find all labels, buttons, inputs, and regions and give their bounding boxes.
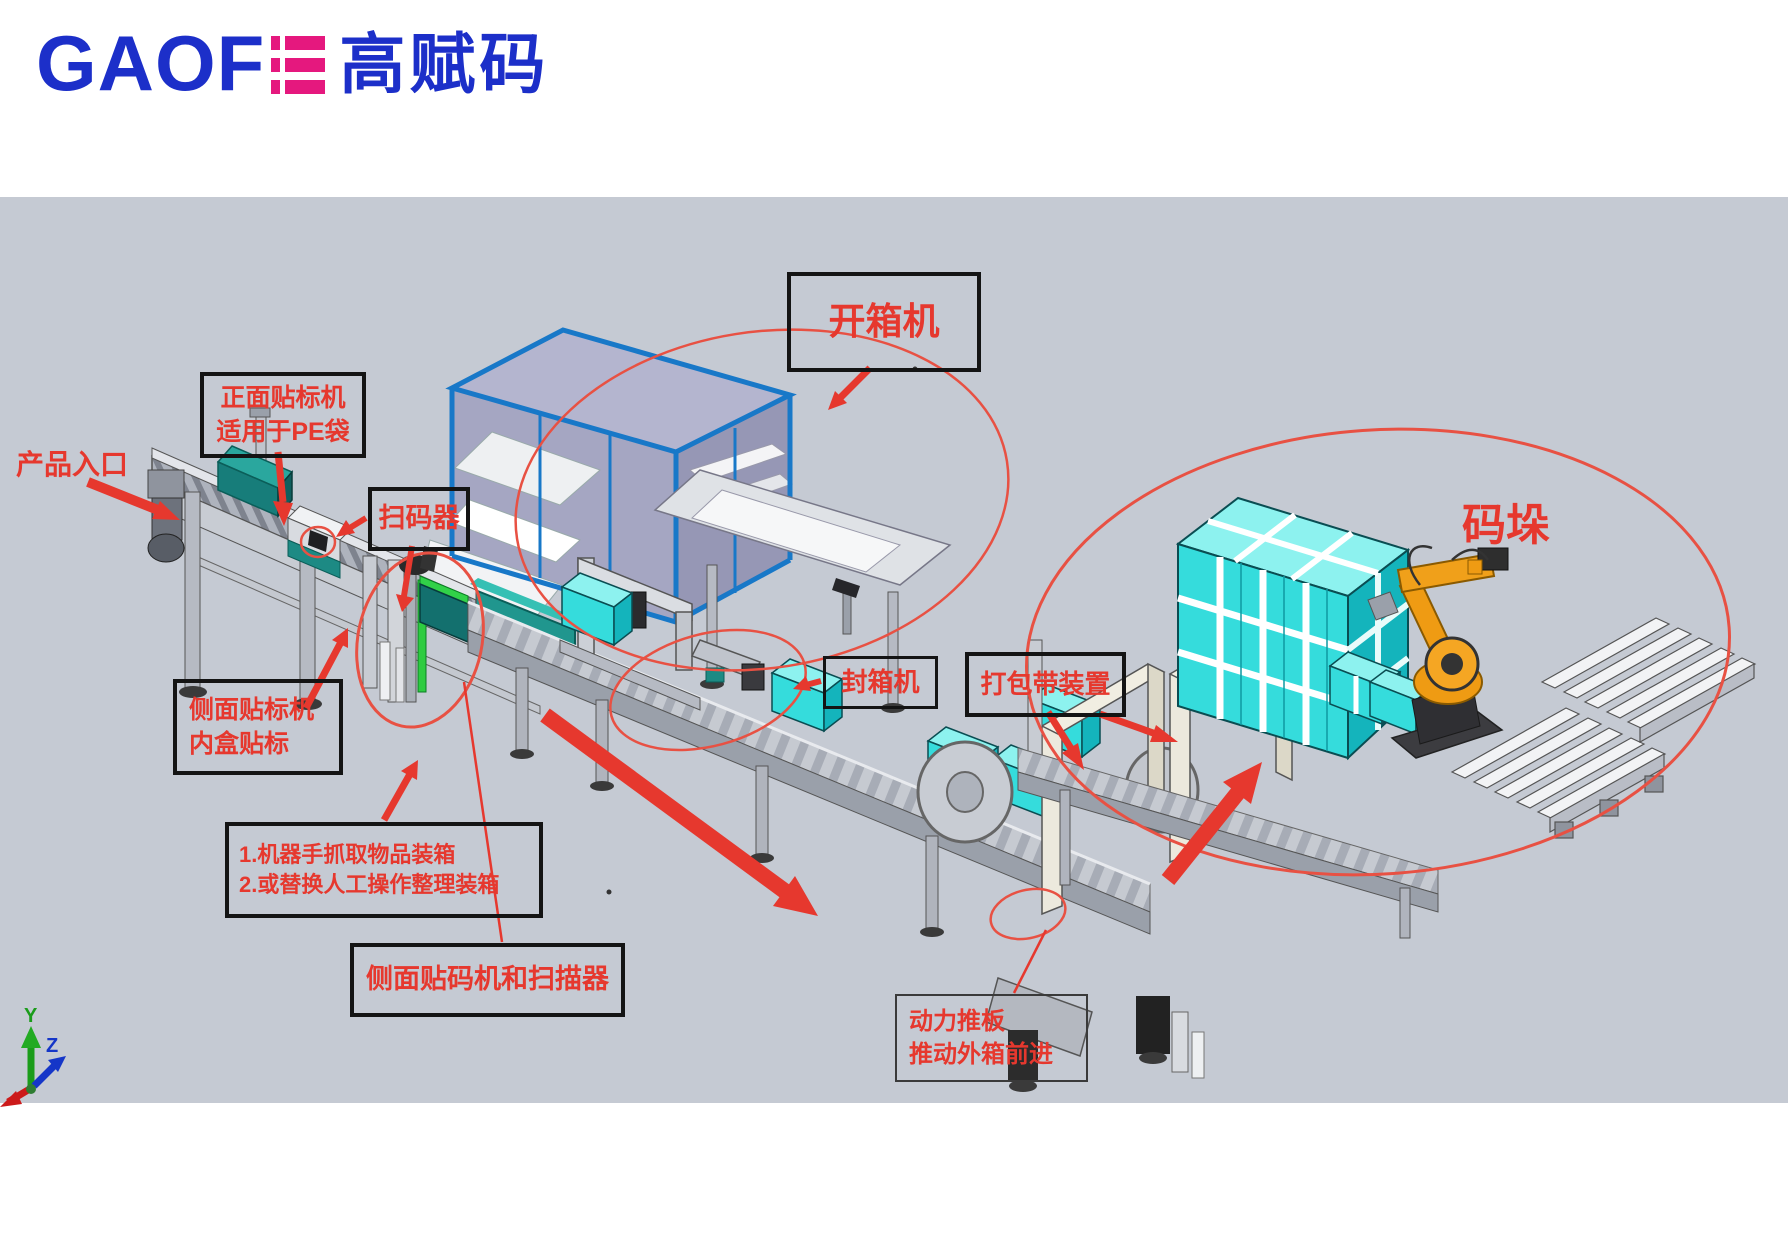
gaofe-logo: GAOF 高赋码 — [36, 18, 549, 108]
label-line: 打包带装置 — [980, 668, 1111, 699]
pusher-plate-unit — [985, 977, 1093, 1057]
label-product-entry: 产品入口 — [16, 446, 128, 485]
label-side-labeler: 侧面贴标机 内盒贴标 — [173, 679, 343, 775]
label-palletizing: 码垛 — [1462, 496, 1550, 557]
label-pusher: 动力推板 推动外箱前进 — [895, 994, 1088, 1082]
label-front-labeler: 正面贴标机 适用于PE袋 — [200, 372, 366, 458]
label-line: 动力推板 — [909, 1007, 1005, 1035]
red-annotation-shapes — [86, 328, 1731, 994]
carton-stack — [1175, 496, 1411, 761]
label-case-opener: 开箱机 — [787, 272, 981, 372]
strapping-machines — [916, 610, 1294, 1092]
logo-chinese-text: 高赋码 — [339, 27, 550, 101]
logo-e-bars-icon — [271, 36, 329, 94]
logo-e-spine — [271, 36, 281, 94]
label-line: 产品入口 — [16, 449, 129, 480]
label-line: 侧面贴码机和扫描器 — [366, 964, 609, 995]
label-line: 侧面贴标机 — [189, 695, 315, 724]
logo-e-bars — [285, 36, 326, 94]
label-strapping: 打包带装置 — [965, 652, 1126, 717]
axis-z-label: Z — [46, 1035, 58, 1057]
label-line: 封箱机 — [841, 666, 920, 697]
label-scanner: 扫码器 — [368, 487, 470, 551]
palletizing-conveyor — [1017, 639, 1439, 939]
empty-pallets — [1450, 617, 1757, 839]
palletizing-robot — [1367, 545, 1509, 759]
logo-latin-text: GAOF — [36, 19, 266, 107]
label-packing-note: 1.机器手抓取物品装箱 2.或替换人工操作整理装箱 — [225, 822, 543, 918]
label-line: 1.机器手抓取物品装箱 — [239, 841, 456, 867]
label-line: 扫码器 — [378, 503, 460, 534]
label-line: 正面贴标机 — [220, 383, 346, 412]
xyz-axis-triad-icon: Y Z — [0, 1005, 66, 1107]
label-line: 内盒贴标 — [189, 730, 290, 758]
label-line: 2.或替换人工操作整理装箱 — [239, 872, 500, 897]
axis-y-label: Y — [24, 1005, 38, 1027]
label-case-sealer: 封箱机 — [823, 656, 938, 709]
label-line: 推动外箱前进 — [909, 1041, 1053, 1068]
outfeed-table — [653, 469, 952, 713]
label-line: 适用于PE袋 — [216, 418, 350, 446]
case-opener-machine — [419, 327, 797, 656]
label-side-coder: 侧面贴码机和扫描器 — [350, 943, 625, 1017]
label-line: 码垛 — [1462, 501, 1550, 550]
scanner-device — [308, 530, 328, 552]
label-line: 开箱机 — [828, 301, 940, 343]
